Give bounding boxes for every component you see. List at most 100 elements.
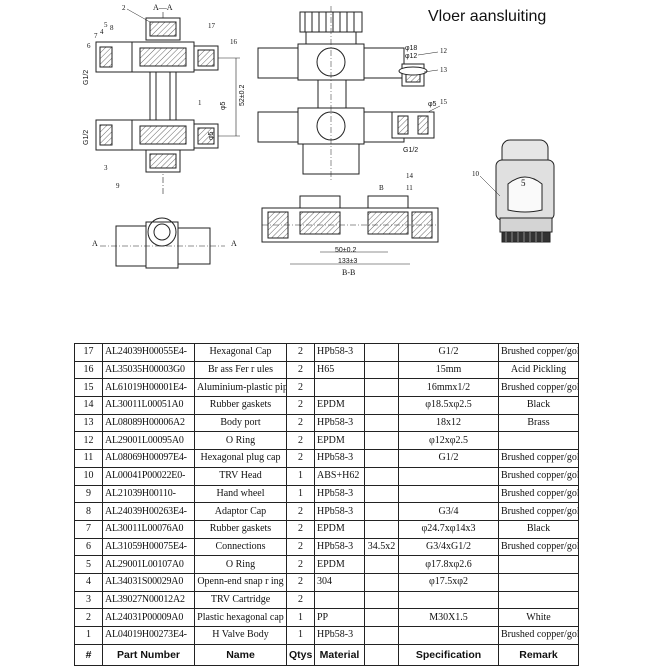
extra-dim-cell xyxy=(364,484,399,504)
extra-dim-cell xyxy=(364,466,399,486)
remark-cell: Brass xyxy=(498,413,579,433)
label-a-right: A xyxy=(231,239,237,248)
row-number-cell: 16 xyxy=(74,360,103,380)
part-number-cell: AL35035H00003G0 xyxy=(102,360,195,380)
quantity-cell: 2 xyxy=(286,519,315,539)
balloon-15: 15 xyxy=(440,98,448,106)
specification-cell xyxy=(398,484,499,504)
balloon-11: 11 xyxy=(406,184,413,192)
part-number-cell: AL61019H00001E4- xyxy=(102,378,195,398)
remark-cell: Brushed copper/gold/gun metal xyxy=(498,484,579,504)
extra-dim-cell xyxy=(364,519,399,539)
row-number-cell: 10 xyxy=(74,466,103,486)
dim-d5-bottom: φ5 xyxy=(208,131,215,140)
part-number-cell: AL00041P00022E0- xyxy=(102,466,195,486)
specification-cell: G1/2 xyxy=(398,343,499,362)
quantity-cell: 2 xyxy=(286,449,315,468)
balloon-5: 5 xyxy=(104,21,108,29)
extra-dim-cell xyxy=(364,502,399,521)
material-cell: PP xyxy=(314,608,365,627)
specification-cell: 18x12 xyxy=(398,413,499,433)
quantity-cell: 2 xyxy=(286,396,315,415)
dim-50: 50±0.2 xyxy=(335,247,356,254)
header-specification: Specification xyxy=(398,643,499,666)
remark-cell: Brushed copper/gold/gun metal xyxy=(498,378,579,398)
valve-drawing-svg: A—A xyxy=(83,3,555,277)
material-cell: EPDM xyxy=(314,396,365,415)
part-number-cell: AL34031S00029A0 xyxy=(102,572,195,592)
section-bb-view: B 14 11 50±0.2 133±3 B-B xyxy=(261,172,439,277)
quantity-cell: 1 xyxy=(286,626,315,645)
material-cell: HPb58-3 xyxy=(314,502,365,521)
row-number-cell: 13 xyxy=(74,413,103,433)
balloon-1: 1 xyxy=(198,99,202,107)
extra-dim-cell xyxy=(364,343,399,362)
part-number-cell: AL24039H00263E4- xyxy=(102,502,195,521)
balloon-9: 9 xyxy=(116,182,120,190)
balloon-2: 2 xyxy=(122,4,126,12)
quantity-cell: 2 xyxy=(286,555,315,574)
part-number-cell: AL30011L00051A0 xyxy=(102,396,195,415)
material-cell: HPb58-3 xyxy=(314,449,365,468)
part-name-cell: O Ring xyxy=(194,555,287,574)
balloon-8: 8 xyxy=(110,24,114,32)
label-b-top: B xyxy=(379,184,384,192)
dim-g12-left: G1/2 xyxy=(83,70,90,85)
material-cell: EPDM xyxy=(314,519,365,539)
remark-cell: Brushed copper/gold/gun metal xyxy=(498,466,579,486)
dim-g12-left2: G1/2 xyxy=(83,130,90,145)
drawing-title: Vloer aansluiting xyxy=(428,8,547,25)
part-number-cell: AL29001L00095A0 xyxy=(102,431,195,451)
quantity-cell: 2 xyxy=(286,343,315,362)
row-number-cell: 7 xyxy=(74,519,103,539)
row-number-cell: 9 xyxy=(74,484,103,504)
quantity-cell: 2 xyxy=(286,378,315,398)
material-cell: EPDM xyxy=(314,431,365,451)
specification-cell: φ18.5xφ2.5 xyxy=(398,396,499,415)
remark-cell: Brushed copper/gold/gun metal xyxy=(498,626,579,645)
detail-views: φ18 φ12 12 13 φ5 15 G1/2 xyxy=(391,45,448,154)
extra-dim-cell xyxy=(364,555,399,574)
part-number-cell: AL24039H00055E4- xyxy=(102,343,195,362)
part-number-cell: AL21039H00110- xyxy=(102,484,195,504)
extra-dim-cell xyxy=(364,608,399,627)
specification-cell: 15mm xyxy=(398,360,499,380)
specification-cell xyxy=(398,466,499,486)
header-name: Name xyxy=(194,643,287,666)
specification-cell xyxy=(398,626,499,645)
material-cell: ABS+H62 xyxy=(314,466,365,486)
row-number-cell: 11 xyxy=(74,449,103,468)
material-cell: HPb58-3 xyxy=(314,413,365,433)
part-name-cell: H Valve Body xyxy=(194,626,287,645)
quantity-cell: 2 xyxy=(286,502,315,521)
knob-number: 5 xyxy=(521,178,526,188)
part-name-cell: Hand wheel xyxy=(194,484,287,504)
label-a-left: A xyxy=(92,239,98,248)
dim-52: 52±0.2 xyxy=(239,85,246,106)
balloon-12: 12 xyxy=(440,47,448,55)
specification-cell: φ17.5xφ2 xyxy=(398,572,499,592)
material-cell: EPDM xyxy=(314,555,365,574)
part-number-cell: AL04019H00273E4- xyxy=(102,626,195,645)
section-aa-label: A—A xyxy=(153,3,173,12)
header-qtys: Qtys xyxy=(286,643,315,666)
quantity-cell: 1 xyxy=(286,484,315,504)
part-name-cell: Openn-end snap r ing xyxy=(194,572,287,592)
part-number-cell: AL29001L00107A0 xyxy=(102,555,195,574)
extra-dim-cell xyxy=(364,590,399,610)
table-header: # Part Number Name Qtys Material Specifi… xyxy=(74,643,579,666)
remark-cell: White xyxy=(498,608,579,627)
part-name-cell: Hexagonal plug cap xyxy=(194,449,287,468)
row-number-cell: 12 xyxy=(74,431,103,451)
part-name-cell: Body port xyxy=(194,413,287,433)
